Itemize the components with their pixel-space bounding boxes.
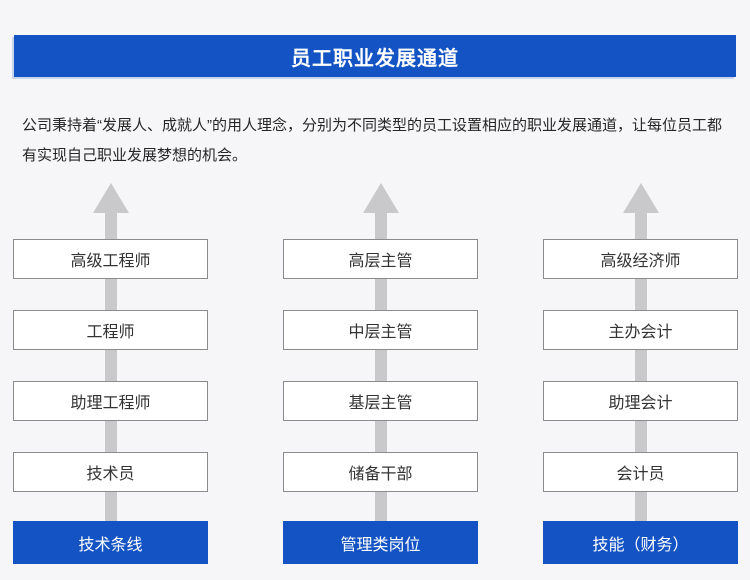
arrow-shaft bbox=[104, 212, 117, 521]
career-column-management: 高层主管 中层主管 基层主管 储备干部 管理类岗位 bbox=[283, 180, 478, 564]
career-column-finance: 高级经济师 主办会计 助理会计 会计员 技能（财务） bbox=[543, 180, 738, 564]
arrow-shaft bbox=[634, 212, 647, 521]
level-box: 基层主管 bbox=[283, 381, 478, 421]
level-box: 高级工程师 bbox=[13, 239, 208, 279]
level-box: 主办会计 bbox=[543, 310, 738, 350]
base-box-management: 管理类岗位 bbox=[283, 521, 478, 564]
level-box: 高层主管 bbox=[283, 239, 478, 279]
up-arrow-icon bbox=[92, 183, 129, 213]
intro-text: 公司秉持着“发展人、成就人”的用人理念，分别为不同类型的员工设置相应的职业发展通… bbox=[22, 117, 722, 164]
level-box: 储备干部 bbox=[283, 452, 478, 492]
career-column-technical: 高级工程师 工程师 助理工程师 技术员 技术条线 bbox=[13, 180, 208, 564]
title-banner: 员工职业发展通道 bbox=[14, 35, 736, 77]
base-box-technical: 技术条线 bbox=[13, 521, 208, 564]
level-box: 技术员 bbox=[13, 452, 208, 492]
level-box: 助理工程师 bbox=[13, 381, 208, 421]
level-box: 工程师 bbox=[13, 310, 208, 350]
level-box: 高级经济师 bbox=[543, 239, 738, 279]
up-arrow-icon bbox=[622, 183, 659, 213]
career-path-diagram: 高级工程师 工程师 助理工程师 技术员 技术条线 高层主管 中层主管 基层主管 … bbox=[0, 180, 750, 580]
arrow-shaft bbox=[374, 212, 387, 521]
page-title: 员工职业发展通道 bbox=[291, 47, 459, 70]
base-box-finance: 技能（财务） bbox=[543, 521, 738, 564]
level-box: 会计员 bbox=[543, 452, 738, 492]
level-box: 中层主管 bbox=[283, 310, 478, 350]
up-arrow-icon bbox=[362, 183, 399, 213]
level-box: 助理会计 bbox=[543, 381, 738, 421]
